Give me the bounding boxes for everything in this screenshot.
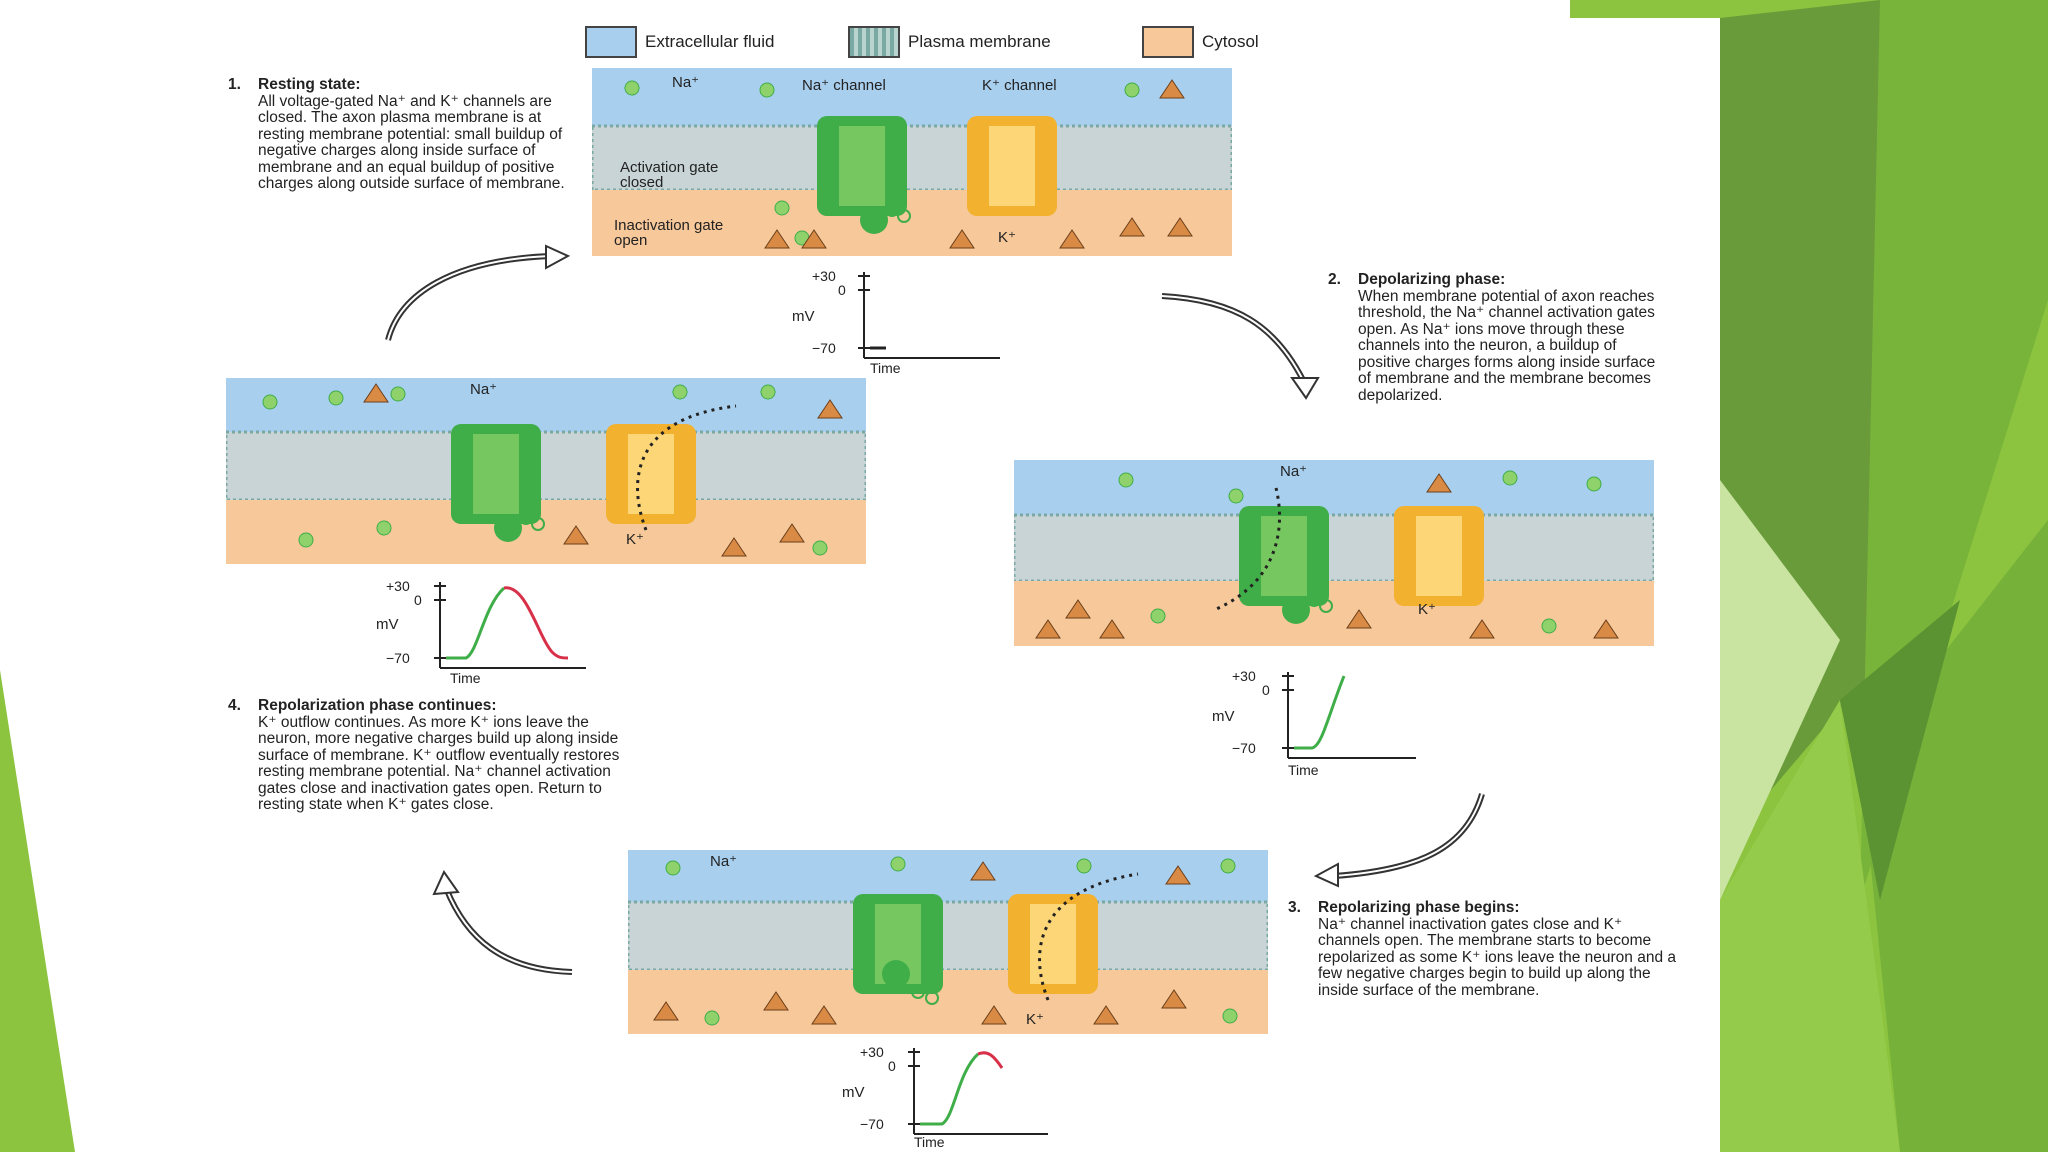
- graph-tick-minus70: −70: [860, 1116, 884, 1132]
- step-4-body: K⁺ outflow continues. As more K⁺ ions le…: [258, 713, 620, 813]
- step-3-text: 3. Repolarizing phase begins: Na⁺ channe…: [1288, 899, 1680, 999]
- membrane-illustration-resting: [592, 68, 1232, 256]
- graph-repolarization-continues: +30 0 −70 mV Time: [356, 576, 586, 688]
- graph-tick-minus70: −70: [812, 340, 836, 356]
- na-channel-label: Na⁺ channel: [802, 77, 886, 94]
- legend-swatch-cytosol: [1142, 26, 1194, 58]
- graph-resting: +30 0 −70 mV Time: [780, 266, 1010, 376]
- step-3-number: 3.: [1288, 899, 1301, 916]
- graph-xlabel: Time: [870, 360, 901, 376]
- graph-tick-plus30: +30: [860, 1044, 884, 1060]
- cycle-arrow-4-to-1: [385, 244, 571, 341]
- graph-xlabel: Time: [450, 670, 481, 686]
- step-1-body: All voltage-gated Na⁺ and K⁺ channels ar…: [258, 92, 565, 192]
- step-2-text: 2. Depolarizing phase: When membrane pot…: [1328, 271, 1670, 404]
- step-2-title: Depolarizing phase:: [1358, 271, 1506, 288]
- na-ion-label: Na⁺: [672, 74, 700, 91]
- step-1-title: Resting state:: [258, 76, 361, 93]
- graph-tick-plus30: +30: [812, 268, 836, 284]
- k-channel-label: K⁺ channel: [982, 77, 1057, 94]
- activation-gate-label: Activation gate closed: [620, 159, 719, 191]
- step-2-number: 2.: [1328, 271, 1341, 288]
- cycle-arrow-2-to-3: [1313, 793, 1485, 888]
- membrane-illustration-depolarizing: [1014, 460, 1654, 646]
- legend-membrane: Plasma membrane: [848, 26, 1051, 58]
- graph-tick-minus70: −70: [1232, 740, 1256, 756]
- graph-tick-zero: 0: [1262, 682, 1270, 698]
- inactivation-gate-label: Inactivation gate open: [614, 217, 724, 249]
- na-ion-label: Na⁺: [710, 853, 738, 870]
- graph-ylabel: mV: [1212, 708, 1235, 725]
- k-ion-label: K⁺: [626, 531, 644, 548]
- step-2-body: When membrane potential of axon reaches …: [1358, 287, 1656, 404]
- step-4-title: Repolarization phase continues:: [258, 697, 497, 714]
- graph-tick-zero: 0: [838, 282, 846, 298]
- graph-tick-plus30: +30: [386, 578, 410, 594]
- step-4-number: 4.: [228, 697, 241, 714]
- step-1-number: 1.: [228, 76, 241, 93]
- legend-label-extracellular: Extracellular fluid: [645, 32, 775, 51]
- graph-xlabel: Time: [914, 1134, 945, 1150]
- step-3-body: Na⁺ channel inactivation gates close and…: [1318, 915, 1677, 999]
- cycle-arrow-1-to-2: [1161, 293, 1320, 400]
- graph-depolarizing: +30 0 −70 mV Time: [1204, 666, 1434, 782]
- graph-tick-plus30: +30: [1232, 668, 1256, 684]
- step-3-title: Repolarizing phase begins:: [1318, 899, 1520, 916]
- na-ion-label: Na⁺: [470, 381, 498, 398]
- step-1-text: 1. Resting state: All voltage-gated Na⁺ …: [228, 76, 588, 193]
- graph-repolarizing-axes: [908, 1048, 1048, 1135]
- membrane-panel-repolarization-continues: Na⁺ K⁺: [226, 378, 866, 564]
- graph-xlabel: Time: [1288, 762, 1319, 778]
- membrane-illustration-repolarization-continues: [226, 378, 866, 564]
- graph-repolarizing: +30 0 −70 mV Time: [830, 1042, 1060, 1150]
- graph-resting-axes: [858, 272, 1000, 359]
- graph-depolarizing-axes: [1282, 672, 1416, 759]
- na-ion-label: Na⁺: [1280, 463, 1308, 480]
- graph-tick-zero: 0: [888, 1058, 896, 1074]
- graph-tick-zero: 0: [414, 592, 422, 608]
- legend-cytosol: Cytosol: [1142, 26, 1259, 58]
- legend-extracellular: Extracellular fluid: [585, 26, 774, 58]
- step-4-text: 4. Repolarization phase continues: K⁺ ou…: [228, 697, 630, 814]
- graph-ylabel: mV: [376, 616, 399, 633]
- membrane-panel-resting: Na⁺ Na⁺ channel K⁺ channel Activation ga…: [592, 68, 1232, 256]
- membrane-panel-repolarizing: Na⁺ K⁺: [628, 850, 1268, 1034]
- membrane-illustration-repolarizing: [628, 850, 1268, 1034]
- cycle-arrow-3-to-4: [432, 869, 573, 975]
- graph-ylabel: mV: [792, 308, 815, 325]
- legend-swatch-membrane: [848, 26, 900, 58]
- k-ion-label: K⁺: [998, 229, 1016, 246]
- k-ion-label: K⁺: [1026, 1011, 1044, 1028]
- graph-repolarization-continues-axes: [434, 582, 586, 669]
- graph-ylabel: mV: [842, 1084, 865, 1101]
- k-ion-label: K⁺: [1418, 601, 1436, 618]
- legend-swatch-extracellular: [585, 26, 637, 58]
- membrane-panel-depolarizing: Na⁺ K⁺: [1014, 460, 1654, 646]
- legend-label-membrane: Plasma membrane: [908, 32, 1051, 51]
- graph-tick-minus70: −70: [386, 650, 410, 666]
- legend-label-cytosol: Cytosol: [1202, 32, 1259, 51]
